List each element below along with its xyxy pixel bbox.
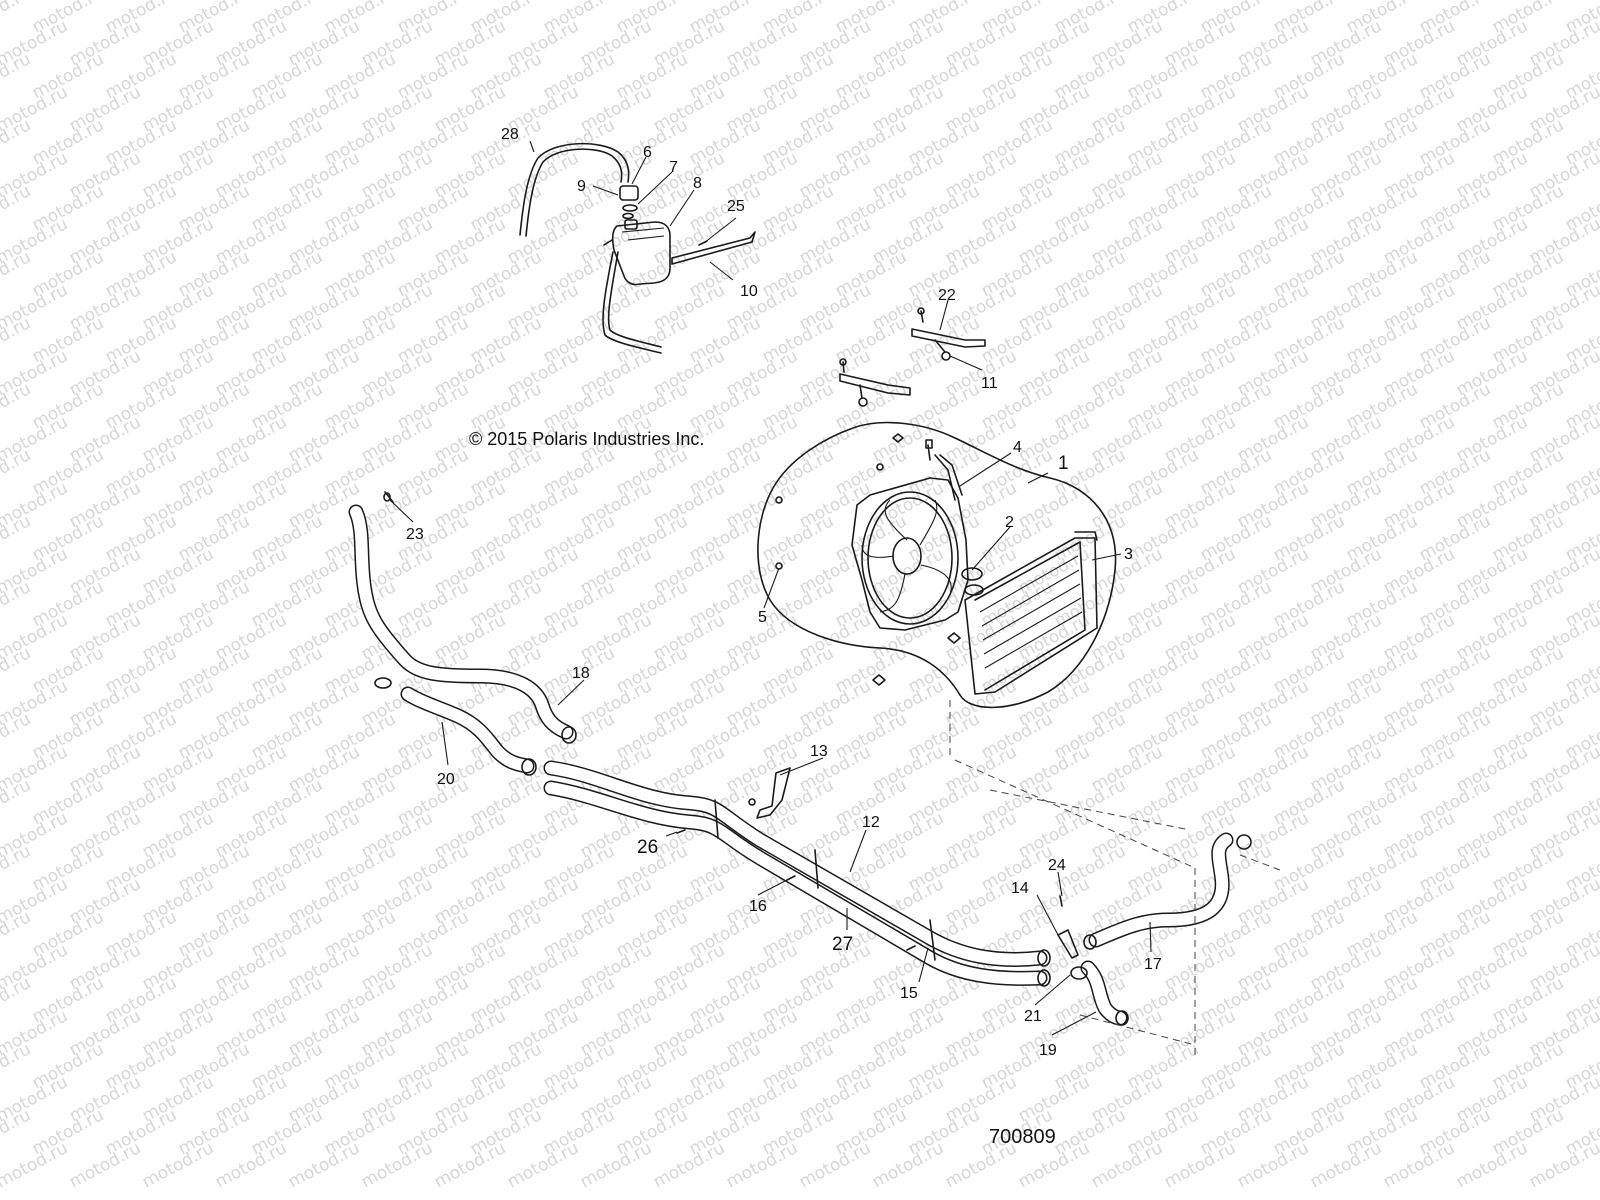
callout-12: 12 xyxy=(862,814,880,831)
callout-14: 14 xyxy=(1011,880,1029,897)
callout-22: 22 xyxy=(938,287,956,304)
callout-21: 21 xyxy=(1024,1008,1042,1025)
callout-2: 2 xyxy=(1005,514,1014,531)
callout-27: 27 xyxy=(832,934,853,955)
callout-9: 9 xyxy=(577,178,586,195)
callout-8: 8 xyxy=(693,175,702,192)
callout-1: 1 xyxy=(1058,453,1069,474)
callout-4: 4 xyxy=(1013,439,1022,456)
callout-15: 15 xyxy=(900,985,918,1002)
callout-20: 20 xyxy=(437,771,455,788)
callout-16: 16 xyxy=(749,898,767,915)
copyright-notice: © 2015 Polaris Industries Inc. xyxy=(469,429,705,449)
callout-17: 17 xyxy=(1144,956,1162,973)
callout-24: 24 xyxy=(1048,857,1066,874)
callout-23: 23 xyxy=(406,526,424,543)
callout-7: 7 xyxy=(669,159,678,176)
reservoir-cap xyxy=(619,185,639,201)
callout-26: 26 xyxy=(637,837,658,858)
watermark-text: motod.ru xyxy=(1526,1138,1600,1192)
callout-25: 25 xyxy=(727,198,745,215)
diagram-number: 700809 xyxy=(989,1126,1056,1148)
callout-6: 6 xyxy=(643,144,652,161)
callout-18: 18 xyxy=(572,665,590,682)
callout-3: 3 xyxy=(1124,546,1133,563)
callout-10: 10 xyxy=(740,283,758,300)
callout-19: 19 xyxy=(1039,1042,1057,1059)
callout-5: 5 xyxy=(758,609,767,626)
callout-13: 13 xyxy=(810,743,828,760)
callout-11: 11 xyxy=(981,375,998,392)
callout-28: 28 xyxy=(501,126,519,143)
